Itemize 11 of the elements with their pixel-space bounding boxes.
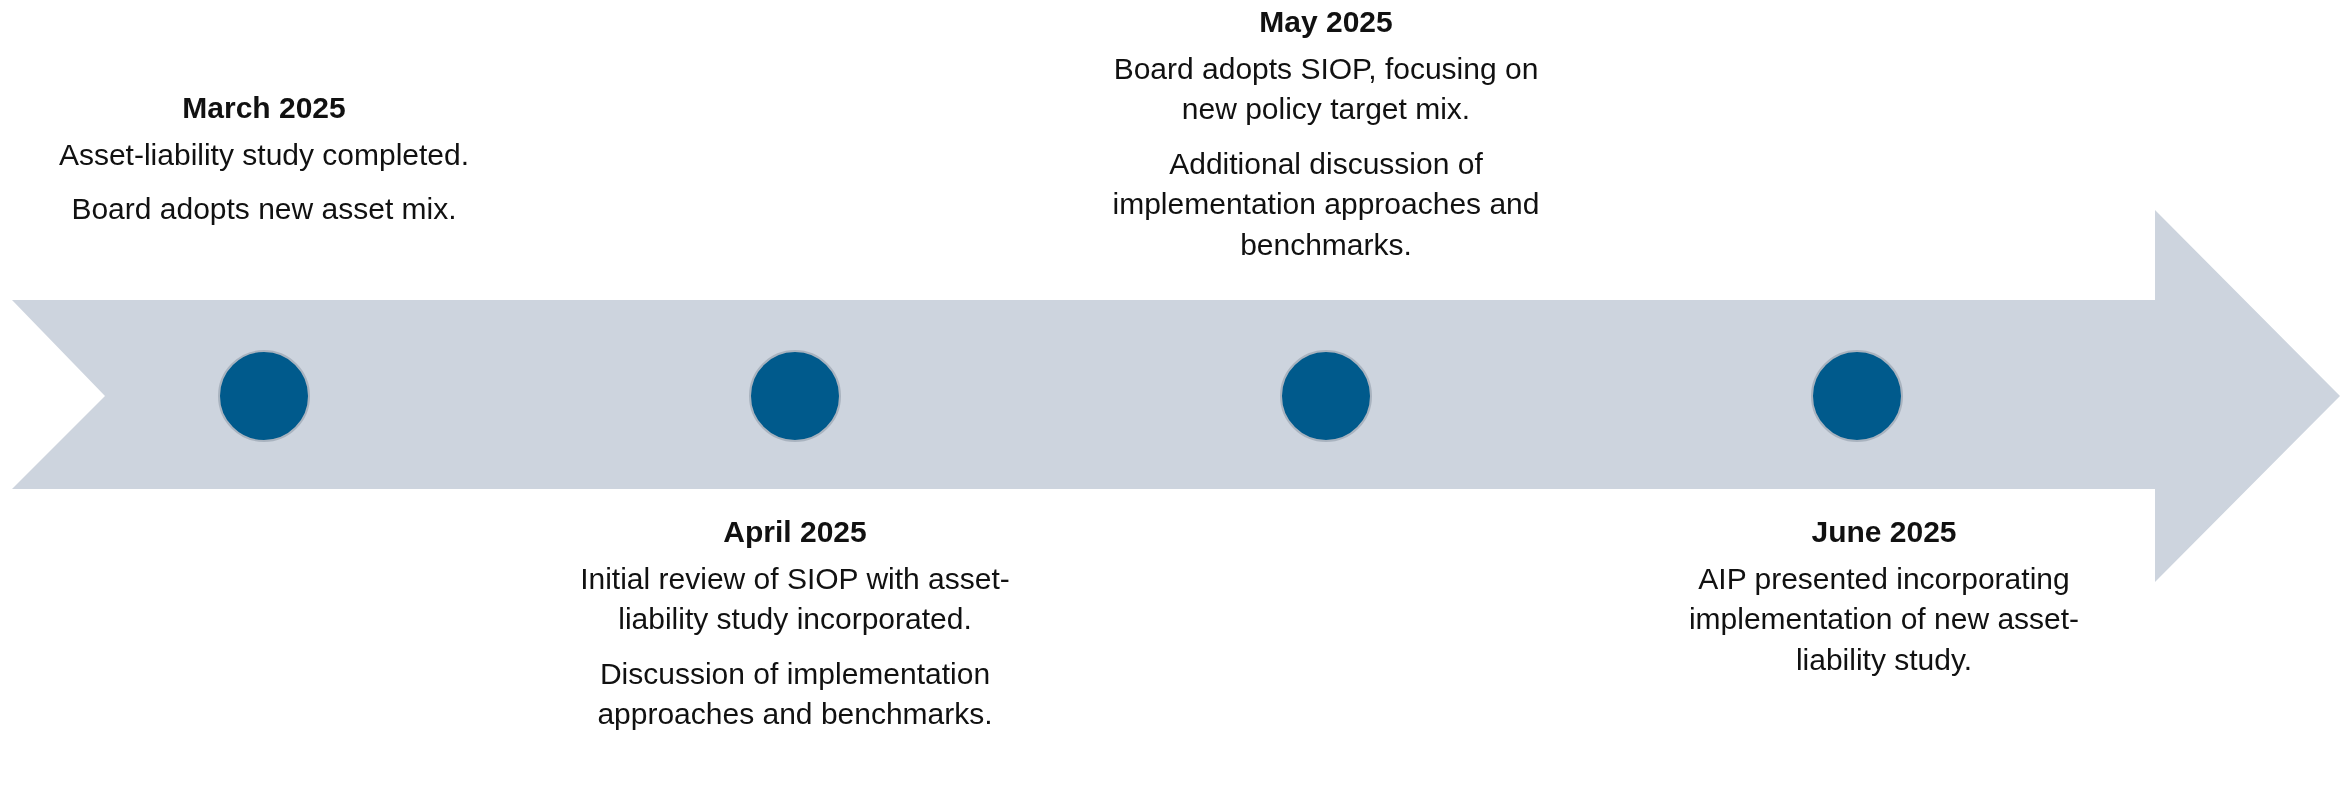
milestone-date: March 2025	[182, 90, 346, 126]
milestone-date: April 2025	[723, 514, 867, 550]
milestone-description: Initial review of SIOP with asset-liability study incorporated.	[579, 560, 1011, 637]
milestone-description: Discussion of implementation approaches and benchmarks.	[596, 655, 994, 732]
milestone-date: May 2025	[1259, 4, 1393, 40]
milestone-description: Board adopts new asset mix.	[71, 191, 457, 227]
milestone-date: June 2025	[1811, 514, 1957, 550]
milestone-description: AIP presented incorporating implementation of new asset-liability study.	[1687, 560, 2081, 678]
milestone-description: Asset-liability study completed.	[58, 136, 470, 173]
milestone-description: Board adopts SIOP, focusing on new policy target mix.	[1112, 50, 1540, 127]
milestone-description: Additional discussion of implementation approaches and benchmarks.	[1111, 145, 1541, 263]
